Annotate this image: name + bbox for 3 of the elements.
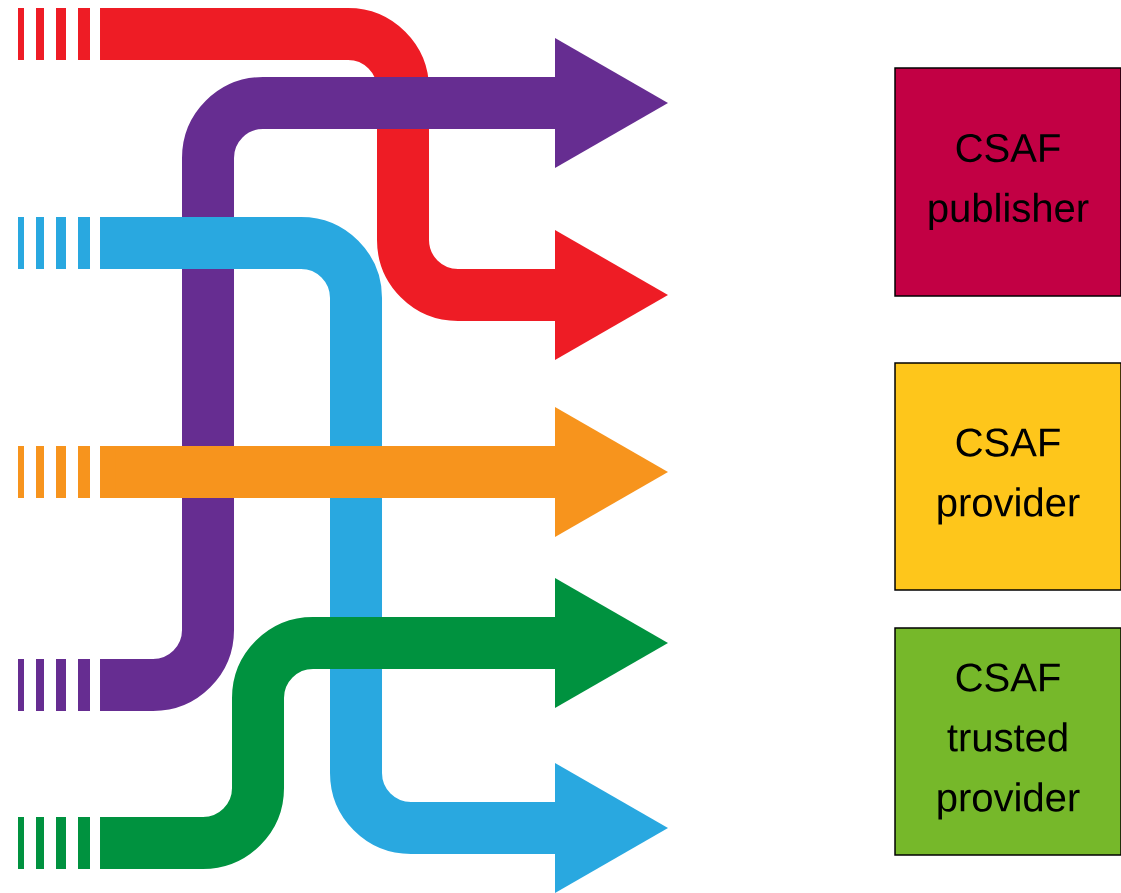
- role-box: CSAF publisher: [894, 67, 1121, 297]
- role-box: CSAF provider: [894, 362, 1121, 591]
- role-box: CSAF trusted provider: [894, 627, 1121, 856]
